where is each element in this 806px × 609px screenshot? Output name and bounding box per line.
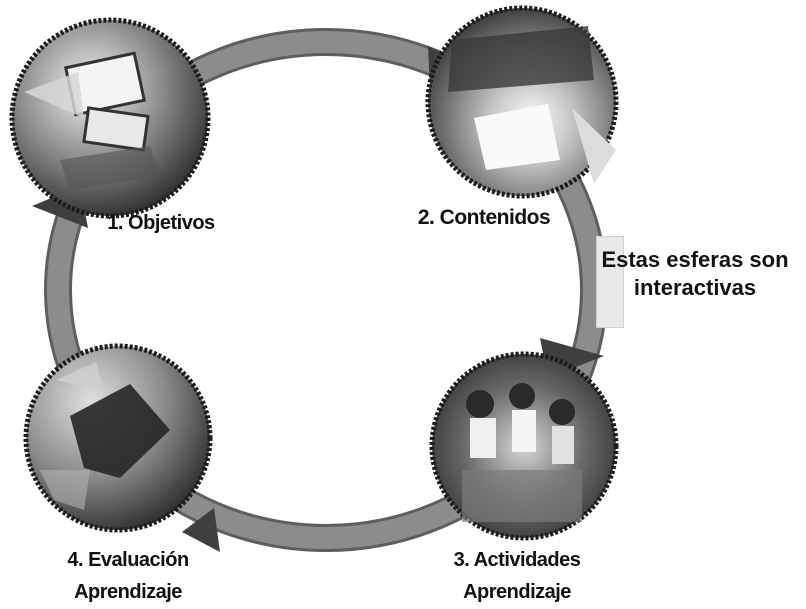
sphere-actividades[interactable] — [429, 351, 619, 541]
label-evaluacion: 4. Evaluación Aprendizaje — [48, 544, 208, 608]
label-objetivos: 1. Objetivos — [86, 212, 236, 235]
arrow-to-evaluacion-icon — [182, 508, 220, 552]
sphere-evaluacion[interactable] — [23, 343, 213, 533]
label-actividades-text: 3. Actividades — [453, 549, 581, 571]
label-actividades-line2: Aprendizaje — [463, 581, 571, 603]
note-line1: Estas esferas son — [601, 247, 789, 272]
sphere-objetivos[interactable] — [9, 17, 211, 219]
label-contenidos: 2. Contenidos — [404, 206, 564, 230]
note-side-panel — [596, 236, 624, 328]
note-line2: interactivas — [633, 275, 757, 300]
label-evaluacion-text: 4. Evaluación — [67, 549, 189, 571]
label-objetivos-text: 1. Objetivos — [107, 212, 215, 234]
cycle-ring-fill — [47, 31, 605, 549]
sphere-contenidos[interactable] — [425, 5, 619, 199]
label-contenidos-text: 2. Contenidos — [417, 206, 551, 229]
label-actividades: 3. Actividades Aprendizaje — [432, 544, 602, 608]
interactive-note: Estas esferas son interactivas — [588, 246, 802, 302]
label-evaluacion-line2: Aprendizaje — [74, 581, 182, 603]
